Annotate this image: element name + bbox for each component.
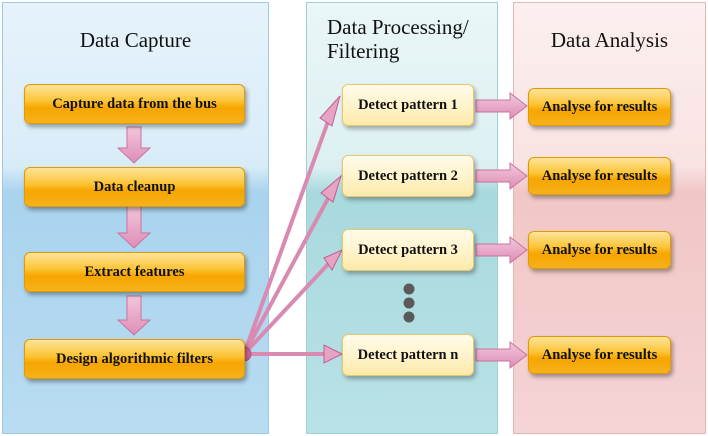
fan-arrowhead-3 (323, 248, 344, 271)
fan-arrowhead-2 (320, 174, 342, 203)
pattern-box-2: Detect pattern 2 (342, 155, 474, 197)
right-arrow-1 (475, 91, 528, 121)
fan-arrow-pattern-2 (242, 191, 333, 356)
down-arrow-3 (116, 295, 152, 336)
data-processing-title: Data Processing/ Filtering (327, 15, 497, 63)
pattern-box-n: Detect pattern n (342, 334, 474, 376)
fan-arrow-pattern-3 (242, 258, 334, 356)
capture-step-capture-data: Capture data from the bus (24, 84, 245, 124)
data-analysis-title: Data Analysis (550, 28, 669, 52)
analysis-box-n: Analyse for results (528, 336, 671, 374)
capture-step-design-filters: Design algorithmic filters (24, 339, 245, 379)
data-processing-title-line2: Filtering (327, 39, 400, 63)
fan-arrowhead-1 (319, 95, 341, 127)
ellipsis-dots (403, 283, 415, 323)
right-arrow-2 (475, 161, 528, 191)
fan-arrowhead-n (323, 344, 344, 364)
down-arrow-2 (116, 205, 152, 249)
down-arrow-1 (116, 126, 152, 164)
right-arrow-n (475, 340, 528, 370)
data-processing-title-line1: Data Processing/ (327, 15, 469, 39)
right-arrow-3 (475, 235, 528, 265)
fan-arrow-pattern-1 (242, 114, 332, 356)
pattern-box-3: Detect pattern 3 (342, 229, 474, 271)
analysis-box-1: Analyse for results (528, 88, 671, 126)
analysis-box-2: Analyse for results (528, 157, 671, 195)
capture-step-data-cleanup: Data cleanup (24, 167, 245, 207)
capture-step-extract-features: Extract features (24, 252, 245, 292)
pattern-box-1: Detect pattern 1 (342, 84, 474, 126)
fan-out-arrows (236, 95, 344, 364)
analysis-box-3: Analyse for results (528, 231, 671, 269)
data-capture-title: Data Capture (79, 28, 192, 52)
